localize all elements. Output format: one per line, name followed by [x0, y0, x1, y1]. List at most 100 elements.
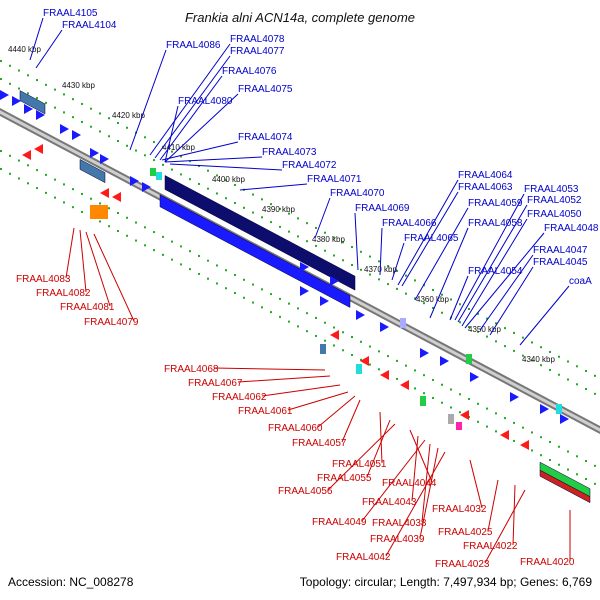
forward-gene-arrow — [36, 110, 45, 120]
ruler-dot — [54, 88, 56, 91]
reverse-leader-line — [361, 439, 426, 522]
ruler-dot — [405, 364, 407, 367]
ruler-dot — [108, 225, 110, 228]
forward-gene-label: FRAAL4070 — [330, 188, 385, 199]
ruler-dot — [495, 412, 497, 415]
forward-gene-arrow — [320, 296, 329, 306]
ruler-dot — [396, 287, 398, 290]
reverse-gene-label: FRAAL4068 — [164, 364, 219, 375]
reverse-gene-label: FRAAL4057 — [292, 438, 347, 449]
feature-block — [150, 168, 156, 176]
ruler-dot — [414, 369, 416, 372]
ruler-dot — [342, 241, 344, 244]
ruler-dot — [243, 206, 245, 209]
forward-gene-label: FRAAL4086 — [166, 40, 221, 51]
ruler-label: 4340 kbp — [522, 355, 555, 364]
ruler-dot — [9, 64, 11, 67]
forward-leader-line — [35, 29, 63, 69]
ruler-dot — [414, 297, 416, 300]
ruler-dot — [180, 263, 182, 266]
forward-block-steel — [19, 90, 46, 115]
ruler-dot — [153, 231, 155, 234]
ruler-dot — [261, 198, 263, 201]
ruler-dot — [135, 149, 137, 152]
forward-leader-line — [391, 242, 405, 281]
ruler-dot — [99, 130, 101, 133]
ruler-dot — [477, 420, 479, 423]
ruler-dot — [567, 450, 569, 453]
forward-gene-label: FRAAL4053 — [524, 184, 579, 195]
ruler-dot — [387, 265, 389, 268]
reverse-leader-line — [317, 395, 356, 428]
reverse-leader-line — [421, 443, 431, 523]
ruler-dot — [396, 269, 398, 272]
forward-gene-arrow — [560, 414, 569, 424]
ruler-dot — [189, 250, 191, 253]
forward-leader-line — [159, 75, 223, 161]
ruler-dot — [486, 425, 488, 428]
ruler-dot — [513, 439, 515, 442]
forward-block-dark — [164, 175, 356, 291]
ruler-dot — [441, 401, 443, 404]
ruler-dot — [495, 322, 497, 325]
reverse-gene-label: FRAAL4038 — [372, 518, 427, 529]
reverse-leader-line — [469, 459, 483, 509]
forward-gene-label: FRAAL4063 — [458, 182, 513, 193]
ruler-dot — [459, 393, 461, 396]
ruler-dot — [306, 330, 308, 333]
ruler-dot — [396, 377, 398, 380]
forward-leader-line — [414, 207, 469, 301]
ruler-dot — [135, 239, 137, 242]
ruler-dot — [378, 350, 380, 353]
reverse-gene-label: FRAAL4062 — [212, 392, 267, 403]
ruler-dot — [63, 183, 65, 186]
ruler-dot — [234, 274, 236, 277]
forward-gene-label: FRAAL4069 — [355, 203, 410, 214]
ruler-dot — [405, 274, 407, 277]
ruler-dot — [18, 87, 20, 90]
reverse-leader-line — [411, 435, 419, 502]
ruler-dot — [432, 306, 434, 309]
forward-block-steel — [79, 158, 106, 184]
ruler-dot — [180, 173, 182, 176]
reverse-gene-arrow — [400, 380, 409, 390]
ruler-dot — [495, 340, 497, 343]
ruler-dot — [117, 140, 119, 143]
feature-block — [320, 344, 326, 354]
forward-block-blue — [159, 194, 351, 308]
ruler-dot — [153, 249, 155, 252]
ruler-dot — [486, 317, 488, 320]
ruler-dot — [243, 296, 245, 299]
ruler-dot — [81, 210, 83, 213]
ruler-dot — [162, 235, 164, 238]
forward-gene-label: FRAAL4075 — [238, 84, 293, 95]
ruler-dot — [477, 312, 479, 315]
ruler-dot — [135, 221, 137, 224]
forward-leader-line — [164, 156, 263, 163]
ruler-dot — [81, 120, 83, 123]
forward-leader-line — [239, 183, 308, 191]
ruler-dot — [360, 358, 362, 361]
ruler-label: 4360 kbp — [416, 295, 449, 304]
reverse-gene-label: FRAAL4081 — [60, 302, 115, 313]
ruler-dot — [315, 226, 317, 229]
ruler-dot — [279, 315, 281, 318]
ruler-dot — [333, 236, 335, 239]
ruler-dot — [36, 187, 38, 190]
feature-block — [156, 172, 162, 180]
summary-text: Topology: circular; Length: 7,497,934 bp… — [299, 575, 592, 589]
ruler-label: 4430 kbp — [62, 81, 95, 90]
ruler-dot — [288, 302, 290, 305]
ruler-dot — [315, 334, 317, 337]
forward-gene-label: coaA — [569, 276, 592, 287]
ruler-dot — [27, 164, 29, 167]
ruler-dot — [387, 283, 389, 286]
ruler-dot — [351, 336, 353, 339]
forward-gene-arrow — [90, 148, 99, 158]
forward-leader-line — [149, 43, 231, 156]
ruler-dot — [216, 192, 218, 195]
reverse-gene-label: FRAAL4049 — [312, 517, 367, 528]
reverse-block-red — [539, 469, 591, 504]
forward-leader-line — [397, 179, 459, 286]
ruler-dot — [297, 307, 299, 310]
